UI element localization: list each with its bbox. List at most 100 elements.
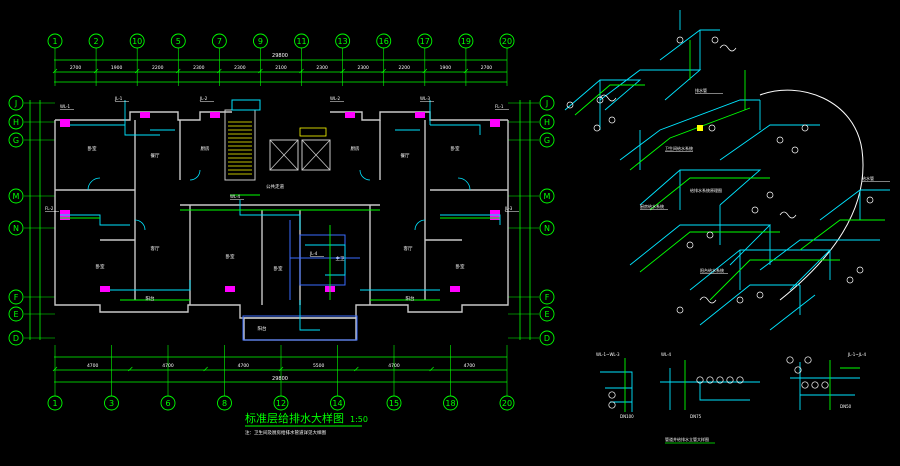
pipe-tag: FL-2 — [45, 206, 54, 211]
bottom-axis-8: 20 — [499, 395, 515, 411]
system-label: 厨房给水系统 — [640, 203, 664, 209]
top-axis-label: 9 — [258, 37, 263, 46]
pipe-tag: WL-3 — [420, 96, 431, 101]
left-axis-label: N — [13, 224, 19, 233]
top-axis-label: 5 — [176, 37, 181, 46]
bottom-axis-label: 14 — [332, 399, 342, 408]
green-pipes — [60, 194, 500, 301]
room-label: 阳台 — [406, 295, 415, 302]
top-axis-7: 13 — [335, 33, 351, 49]
iso-pipes-green — [574, 40, 885, 301]
dimension-value: 2200 — [152, 65, 164, 71]
system-caption: 给排水系统原理图 — [690, 187, 722, 193]
pipe-tag: JL-3 — [504, 206, 513, 211]
right-axis-1: H — [539, 114, 555, 130]
dimension-value: 4700 — [388, 363, 400, 369]
room-label: 卧室 — [274, 265, 283, 272]
detail-tag: JL-1~JL-4 — [847, 352, 866, 357]
top-axis-label: 19 — [461, 37, 471, 46]
bottom-axis-label: 6 — [165, 399, 170, 408]
detail-tag: WL-4 — [661, 352, 672, 357]
room-label: 客厅 — [151, 245, 160, 252]
plan-note: 注：卫生间及厨房给排水管道详见大样图 — [245, 429, 326, 436]
dimension-value: 2300 — [234, 65, 246, 71]
top-axis-label: 1 — [52, 37, 57, 46]
right-axis-6: E — [539, 306, 555, 322]
dimension-value: 2700 — [70, 65, 82, 71]
plan-scale: 1:50 — [350, 415, 368, 424]
room-label: 卧室 — [456, 263, 465, 270]
top-axis-label: 13 — [338, 37, 348, 46]
system-label: 排水管 — [695, 87, 707, 93]
bottom-axis-4: 12 — [273, 395, 289, 411]
left-axis-5: F — [8, 289, 24, 305]
right-axis-label: F — [545, 293, 550, 302]
pipe-tag: WL-4 — [230, 194, 241, 199]
system-label: 给水管 — [862, 175, 874, 181]
left-axis-7: D — [8, 330, 24, 346]
top-axis-6: 11 — [294, 33, 309, 49]
dimension-value: 2300 — [316, 65, 328, 71]
left-axis-3: M — [8, 188, 24, 204]
top-axis-label: 17 — [420, 37, 430, 46]
system-marker — [697, 125, 703, 131]
bottom-axis-label: 3 — [109, 399, 114, 408]
right-axis-7: D — [539, 330, 555, 346]
room-label: 卧室 — [451, 145, 460, 152]
left-axis-2: G — [8, 132, 24, 148]
side-dimension-lines — [29, 100, 531, 340]
top-axis-2: 10 — [129, 33, 145, 49]
plan-title: 标准层给排水大样图 — [245, 411, 344, 425]
room-label: 餐厅 — [401, 152, 410, 159]
top-axis-11: 20 — [499, 33, 515, 49]
pipe-routing — [60, 100, 501, 331]
bottom-axis-label: 1 — [52, 399, 57, 408]
right-axis-5: F — [539, 289, 555, 305]
bottom-axis-7: 18 — [443, 395, 458, 411]
top-axis-label: 20 — [502, 37, 512, 46]
top-axis-label: 7 — [217, 37, 222, 46]
left-axis-label: E — [13, 310, 18, 319]
left-axis-1: H — [8, 114, 24, 130]
dimension-value: 1900 — [111, 65, 123, 71]
dimension-value: 4700 — [238, 363, 250, 369]
bottom-total-dimension: 29800 — [272, 376, 288, 382]
dimension-value: 2300 — [357, 65, 369, 71]
top-axis-1: 2 — [88, 33, 104, 49]
dimension-value: 2100 — [275, 65, 287, 71]
bottom-axis-label: 18 — [445, 399, 455, 408]
top-axis-9: 17 — [417, 33, 433, 49]
detail-tag: DN75 — [690, 414, 702, 419]
bottom-axis-label: 8 — [222, 399, 227, 408]
left-axis-6: E — [8, 306, 24, 322]
door-arcs — [87, 169, 471, 231]
room-label: 客厅 — [404, 245, 413, 252]
right-axis-4: N — [539, 220, 555, 236]
pipe-tag: JL-1 — [114, 96, 123, 101]
top-total-dimension: 29800 — [272, 53, 288, 59]
room-label: 卧室 — [88, 145, 97, 152]
left-axis-label: J — [14, 99, 17, 108]
top-dimension-lines — [54, 59, 507, 83]
bottom-axis-label: 12 — [276, 399, 286, 408]
bottom-axis-1: 3 — [104, 395, 119, 411]
dimension-value: 5500 — [313, 363, 325, 369]
stair-core — [224, 99, 331, 181]
left-axis-label: D — [13, 334, 19, 343]
detail-tag: DN100 — [620, 414, 634, 419]
top-axis-5: 9 — [253, 33, 268, 49]
right-axis-3: M — [539, 188, 555, 204]
right-axis-label: E — [544, 310, 549, 319]
detail-tag: DN50 — [840, 404, 852, 409]
room-label: 卧室 — [226, 253, 235, 260]
bottom-axis-label: 20 — [502, 399, 512, 408]
pipe-tag: JL-4 — [309, 251, 318, 256]
top-axis-4: 7 — [211, 33, 227, 49]
